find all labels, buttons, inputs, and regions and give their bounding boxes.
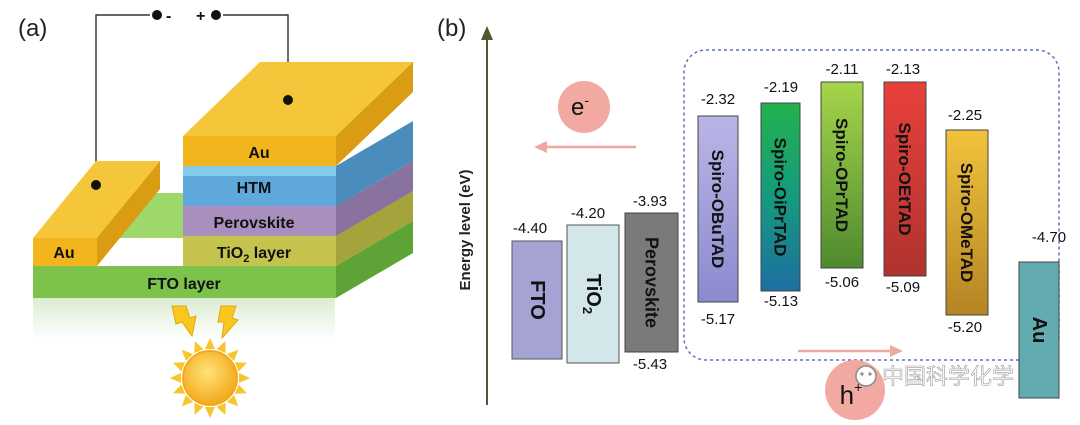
energy-top-value-tio2: -4.20 — [571, 205, 605, 222]
energy-bar-spiro-oiprtad: Spiro-OiPrTAD -2.19 -5.13 — [760, 79, 801, 310]
terminal-positive-sign: + — [196, 8, 205, 25]
au-top-label: Au — [248, 145, 269, 162]
energy-bar-rect-spiro-oettad — [883, 81, 927, 277]
energy-bar-label-spiro-oettad: Spiro-OEtTAD — [896, 122, 915, 235]
energy-bar-rect-spiro-ometad — [945, 129, 989, 316]
energy-bar-spiro-oettad: Spiro-OEtTAD -2.13 -5.09 — [883, 61, 927, 296]
energy-bar-perovskite: Perovskite -3.93 -5.43 — [624, 193, 679, 373]
electron-transfer-indicator: e- — [534, 81, 636, 153]
energy-bar-rect-spiro-obutad — [697, 115, 739, 303]
energy-bar-label-spiro-obutad: Spiro-OBuTAD — [709, 150, 728, 269]
sun-icon — [170, 338, 250, 418]
energy-bottom-value-spiro-obutad: -5.17 — [701, 311, 735, 328]
panel-a: (a) - + FTO layer TiO2 layer Pe — [18, 8, 413, 418]
energy-bar-spiro-obutad: Spiro-OBuTAD -2.32 -5.17 — [697, 91, 739, 328]
electron-badge — [558, 81, 610, 133]
fto-layer-label: FTO layer — [147, 276, 221, 293]
energy-top-value-spiro-oettad: -2.13 — [886, 61, 920, 78]
panel-b-label: (b) — [437, 15, 466, 42]
watermark: 中国科学化学 — [855, 364, 1014, 389]
energy-bar-label-au: Au — [1028, 317, 1050, 344]
energy-axis: Energy level (eV) — [457, 26, 493, 405]
energy-bottom-value-spiro-oiprtad: -5.13 — [764, 293, 798, 310]
energy-bar-rect-tio2 — [566, 224, 620, 364]
energy-top-value-au: -4.70 — [1032, 229, 1066, 246]
energy-bar-spiro-ometad: Spiro-OMeTAD -2.25 -5.20 — [945, 107, 989, 336]
energy-bar-label-spiro-ometad: Spiro-OMeTAD — [958, 163, 977, 283]
terminal-negative-sign: - — [166, 8, 171, 25]
energy-top-value-spiro-oprtad: -2.11 — [825, 61, 858, 78]
panel-b: (b) Energy level (eV) e- h+ FTO-4.40TiO2… — [437, 15, 1066, 420]
energy-bar-spiro-oprtad: Spiro-OPrTAD -2.11 -5.06 — [820, 61, 864, 291]
energy-bar-label-fto: FTO — [526, 280, 548, 320]
energy-bar-label-tio2: TiO2 — [581, 274, 605, 314]
au-top-contact-dot — [283, 95, 293, 105]
energy-bar-rect-spiro-oprtad — [820, 81, 864, 269]
energy-bar-rect-fto — [511, 240, 563, 360]
energy-bottom-value-perovskite: -5.43 — [633, 356, 667, 373]
hole-label: h+ — [840, 379, 863, 410]
electron-arrowhead — [534, 141, 547, 153]
htm-group-box — [683, 49, 1060, 361]
energy-bar-fto: FTO -4.40 — [511, 220, 563, 360]
energy-bar-rect-au — [1018, 261, 1060, 399]
light-bolt-left — [171, 305, 197, 338]
electron-label: e- — [571, 92, 589, 121]
energy-top-value-perovskite: -3.93 — [633, 193, 667, 210]
energy-top-value-fto: -4.40 — [513, 220, 547, 237]
energy-axis-arrowhead — [481, 26, 493, 40]
energy-bar-label-spiro-oprtad: Spiro-OPrTAD — [833, 118, 852, 232]
light-bolt-right — [217, 305, 239, 340]
energy-bar-rect-perovskite — [624, 212, 679, 353]
energy-bar-au: Au -4.70 — [1018, 229, 1066, 399]
energy-bar-label-perovskite: Perovskite — [642, 237, 662, 328]
panel-a-label: (a) — [18, 15, 47, 42]
tio2-layer-label: TiO2 layer — [217, 245, 291, 265]
energy-bar-rect-spiro-oiprtad — [760, 102, 801, 292]
au-left-electrode: Au — [33, 161, 160, 266]
terminal-negative-dot — [152, 10, 162, 20]
energy-top-value-spiro-ometad: -2.25 — [948, 107, 982, 124]
perovskite-layer-label: Perovskite — [214, 215, 295, 232]
au-top-electrode: Au — [183, 62, 413, 166]
au-left-label: Au — [53, 245, 74, 262]
tio2-layer: TiO2 layer — [183, 191, 413, 266]
energy-axis-label: Energy level (eV) — [457, 170, 474, 291]
wechat-icon — [855, 365, 877, 387]
watermark-text: 中国科学化学 — [882, 364, 1014, 389]
energy-bar-tio2: TiO2 -4.20 — [566, 205, 620, 364]
hole-arrowhead — [890, 345, 903, 357]
energy-bottom-value-spiro-ometad: -5.20 — [948, 319, 982, 336]
au-left-contact-dot — [91, 180, 101, 190]
energy-top-value-spiro-obutad: -2.32 — [701, 91, 735, 108]
energy-bottom-value-spiro-oettad: -5.09 — [886, 279, 920, 296]
htm-layer: HTM — [183, 121, 413, 206]
wire-left — [95, 14, 150, 185]
energy-top-value-spiro-oiprtad: -2.19 — [764, 79, 798, 96]
perovskite-layer: Perovskite — [183, 161, 413, 236]
energy-bottom-value-spiro-oprtad: -5.06 — [825, 274, 859, 291]
htm-layer-label: HTM — [237, 180, 272, 197]
terminal-positive-dot — [211, 10, 221, 20]
energy-bar-label-spiro-oiprtad: Spiro-OiPrTAD — [771, 138, 790, 257]
